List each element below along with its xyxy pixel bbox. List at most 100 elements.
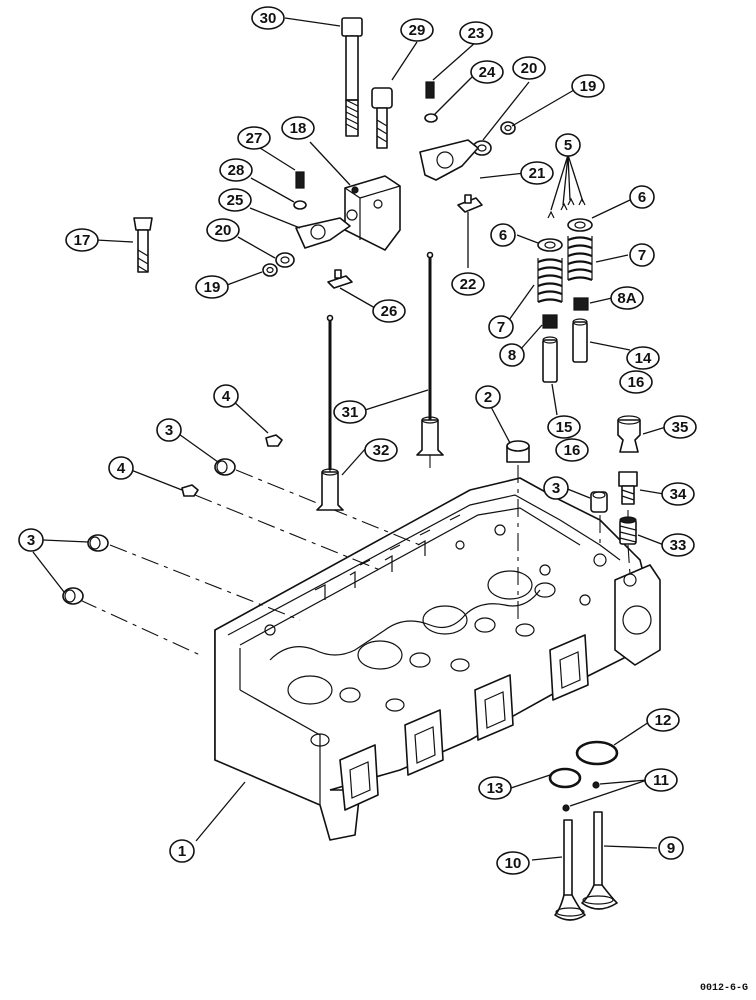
callout-bubble xyxy=(543,476,569,500)
callout-number: 10 xyxy=(505,855,522,872)
callout-number: 7 xyxy=(497,319,505,336)
callout-bubble xyxy=(451,272,485,296)
callout-c19b: 19 xyxy=(195,275,229,299)
callout-bubble xyxy=(18,528,44,552)
callout-c17: 17 xyxy=(65,228,99,252)
callout-bubble xyxy=(459,21,493,45)
callout-bubble xyxy=(555,438,589,462)
callout-number: 7 xyxy=(638,247,646,264)
part-23-screw xyxy=(425,81,435,99)
callout-bubble xyxy=(195,275,229,299)
part-26-adjuster xyxy=(327,269,353,289)
callout-number: 3 xyxy=(552,480,560,497)
part-18-support xyxy=(344,175,401,251)
callout-c30: 30 xyxy=(251,6,285,30)
part-27-screw xyxy=(295,171,305,189)
part-21-rocker-arm xyxy=(419,139,479,181)
part-30-bolt xyxy=(341,17,363,137)
callout-number: 4 xyxy=(222,388,231,405)
callout-c18: 18 xyxy=(281,116,315,140)
part-20-washer-lower xyxy=(275,252,295,268)
callout-c3a: 3 xyxy=(156,418,182,442)
callout-number: 28 xyxy=(228,162,245,179)
callout-c12: 12 xyxy=(646,708,680,732)
callout-c11: 11 xyxy=(644,768,678,792)
callout-number: 12 xyxy=(655,712,672,729)
callout-bubble xyxy=(213,384,239,408)
callout-number: 13 xyxy=(487,780,504,797)
part-10-valve xyxy=(554,819,586,921)
callout-number: 35 xyxy=(672,419,689,436)
callout-c6a: 6 xyxy=(490,223,516,247)
figure-code: 0012-6-G xyxy=(699,983,748,994)
callout-bubble xyxy=(490,223,516,247)
callout-number: 17 xyxy=(74,232,91,249)
part-6-retainer-a xyxy=(537,238,563,252)
callout-number: 23 xyxy=(468,25,485,42)
callout-c4b: 4 xyxy=(108,456,134,480)
part-3-plug-a xyxy=(214,458,236,476)
callout-number: 26 xyxy=(381,303,398,320)
callout-c16a: 16 xyxy=(619,370,653,394)
callout-bubble xyxy=(251,6,285,30)
callout-c35: 35 xyxy=(663,415,697,439)
callout-c5: 5 xyxy=(555,133,581,157)
callout-c13: 13 xyxy=(478,776,512,800)
part-19-washer-top xyxy=(500,121,516,135)
callout-c7b: 7 xyxy=(629,243,655,267)
callout-number: 18 xyxy=(290,120,307,137)
callout-number: 16 xyxy=(564,442,581,459)
callout-bubble xyxy=(364,438,398,462)
callout-number: 24 xyxy=(479,64,496,81)
callout-c33: 33 xyxy=(661,533,695,557)
callout-bubble xyxy=(470,60,504,84)
callout-bubble xyxy=(661,533,695,557)
callout-bubble xyxy=(571,74,605,98)
callout-bubble xyxy=(488,315,514,339)
callout-bubble xyxy=(156,418,182,442)
callout-number: 22 xyxy=(460,276,477,293)
loose-parts xyxy=(62,17,641,921)
callout-c15: 15 xyxy=(547,415,581,439)
callout-number: 8A xyxy=(617,290,636,307)
callout-c29: 29 xyxy=(400,18,434,42)
callout-number: 21 xyxy=(529,165,546,182)
part-6-retainer-b xyxy=(567,218,593,232)
callout-number: 6 xyxy=(638,189,646,206)
callout-c21: 21 xyxy=(520,161,554,185)
callout-bubble xyxy=(333,400,367,424)
callout-number: 16 xyxy=(628,374,645,391)
callout-bubble xyxy=(65,228,99,252)
callout-bubble xyxy=(547,415,581,439)
callout-c25: 25 xyxy=(218,188,252,212)
callout-number: 15 xyxy=(556,419,573,436)
cylinder-head xyxy=(214,477,661,841)
part-2-plug xyxy=(506,440,530,463)
callout-number: 3 xyxy=(165,422,173,439)
callout-c7a: 7 xyxy=(488,315,514,339)
callout-c32: 32 xyxy=(364,438,398,462)
callout-bubble xyxy=(281,116,315,140)
part-29-bolt xyxy=(371,87,393,149)
callout-number: 31 xyxy=(342,404,359,421)
callout-c27: 27 xyxy=(237,126,271,150)
part-12-ring xyxy=(575,740,619,766)
part-25-rocker-arm xyxy=(295,217,351,249)
callout-c2: 2 xyxy=(475,385,501,409)
part-15-guide xyxy=(542,336,558,383)
part-4-plug-a xyxy=(265,434,283,447)
callout-c6b: 6 xyxy=(629,185,655,209)
callout-c24: 24 xyxy=(470,60,504,84)
callout-bubble xyxy=(169,839,195,863)
callout-c9: 9 xyxy=(658,836,684,860)
callout-bubble xyxy=(644,768,678,792)
part-19-washer-lower xyxy=(262,263,278,277)
part-5-collets xyxy=(547,197,586,219)
part-3-plug-c xyxy=(62,587,84,605)
callout-c4a: 4 xyxy=(213,384,239,408)
callout-number: 8 xyxy=(508,347,516,364)
callout-number: 2 xyxy=(484,389,492,406)
callout-bubble xyxy=(610,286,644,310)
callout-bubble xyxy=(512,56,546,80)
callout-bubble xyxy=(206,218,240,242)
